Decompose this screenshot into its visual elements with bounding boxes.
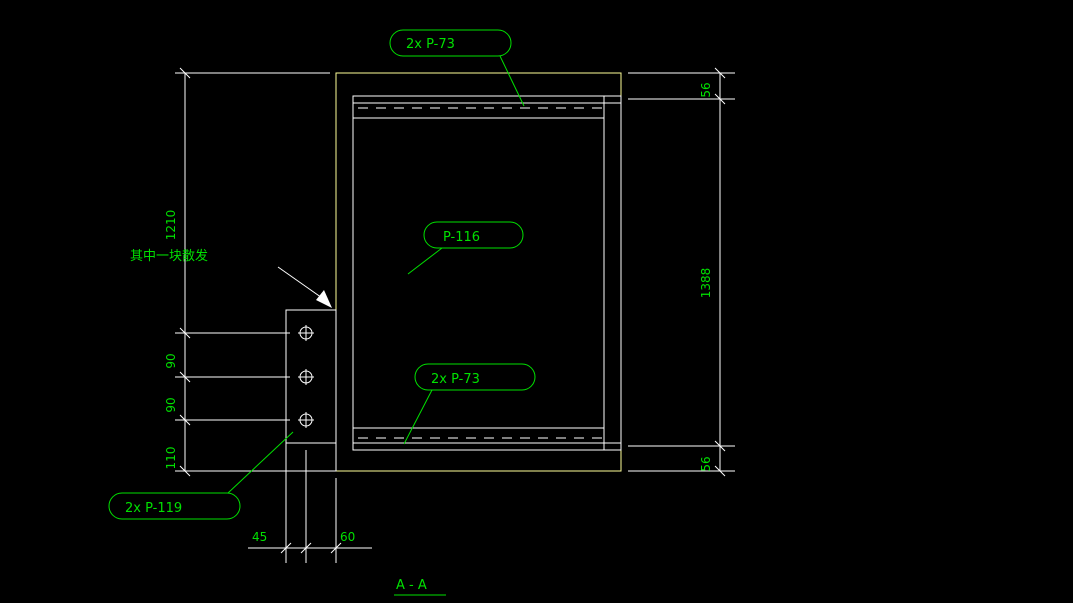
dim-left-total: 1210: [164, 210, 178, 241]
dim-right-total: 1388: [699, 268, 713, 299]
chinese-note: 其中一块散发: [130, 248, 208, 264]
inner-box: [352, 95, 622, 451]
bottom-dim-ticks: [280, 542, 342, 554]
outer-frame: [335, 72, 622, 472]
leader-bottom-p73: [403, 389, 433, 445]
dim-bottom-left: 45: [252, 530, 267, 544]
dim-bottom-right: 60: [340, 530, 355, 544]
bolt-plate: [285, 309, 337, 472]
callout-p119-text: 2x P-119: [125, 501, 182, 516]
dim-right-top: 56: [699, 82, 713, 97]
callout-p119: 2x P-119: [108, 492, 241, 520]
leader-p116: [407, 247, 443, 275]
callout-bottom-p73-text: 2x P-73: [431, 372, 480, 387]
leader-p119: [227, 431, 294, 494]
section-label: A - A: [396, 578, 427, 593]
bolt-hole-3: [298, 412, 314, 428]
bolt-hole-1: [298, 325, 314, 341]
dim-bolt-bottom: 110: [164, 447, 178, 470]
dim-bolt-space-1: 90: [164, 353, 178, 368]
callout-top-p73: 2x P-73: [389, 29, 512, 57]
leader-top-p73: [499, 55, 525, 107]
callout-top-p73-text: 2x P-73: [406, 37, 455, 52]
callout-p116-text: P-116: [443, 230, 480, 245]
note-arrowhead: [316, 290, 332, 308]
callout-bottom-p73: 2x P-73: [414, 363, 536, 391]
dim-bolt-space-2: 90: [164, 397, 178, 412]
bolt-hole-2: [298, 369, 314, 385]
right-dim-ticks: [714, 67, 726, 477]
callout-p116: P-116: [423, 221, 524, 249]
note-leader-line: [277, 266, 326, 301]
dim-right-bottom: 56: [699, 456, 713, 471]
left-dim-ticks: [179, 67, 191, 477]
